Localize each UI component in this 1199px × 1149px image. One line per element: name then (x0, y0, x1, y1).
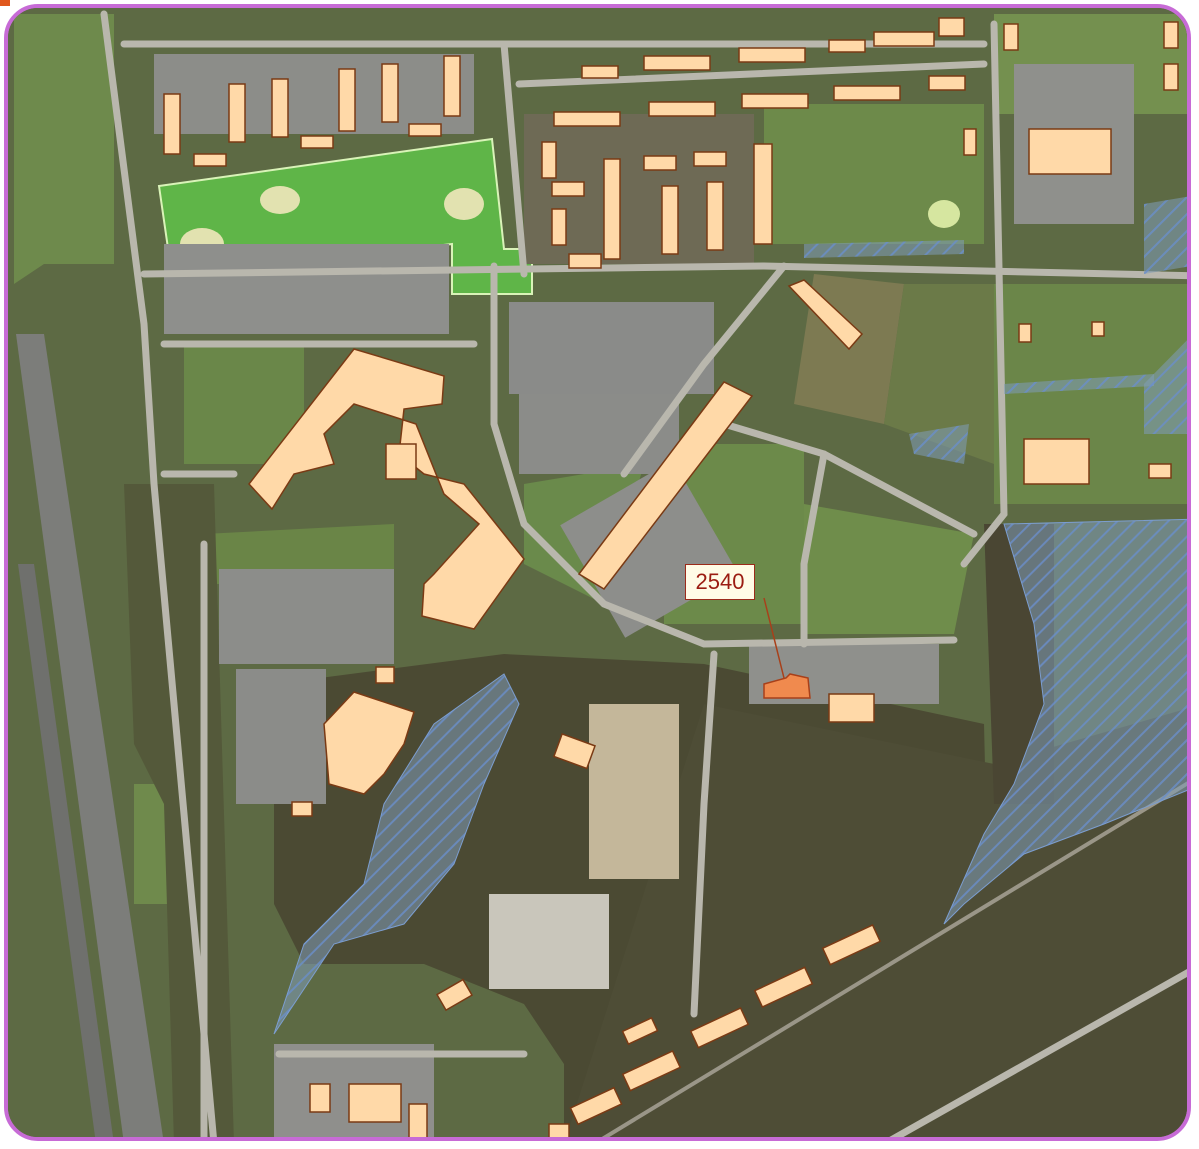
building-footprints (163, 17, 1179, 1137)
grass-area (14, 14, 114, 284)
grass-area (184, 344, 304, 464)
selected-building-2540[interactable] (763, 673, 811, 699)
wetland-zones (273, 196, 1187, 1035)
highway-lane (18, 564, 114, 1137)
railroad (601, 781, 1187, 1137)
parking-lot (164, 244, 449, 334)
gravel-yard (589, 704, 679, 879)
orange-corner-marker (0, 0, 10, 6)
grass-area (764, 104, 984, 244)
highway (16, 334, 163, 1137)
map-frame[interactable] (4, 4, 1191, 1141)
field-area (884, 284, 994, 464)
building-callout-label[interactable]: 2540 (685, 564, 755, 600)
parking-lot (219, 569, 394, 664)
grass-area (804, 504, 974, 634)
parking-lot (509, 302, 714, 394)
aerial-imagery (8, 8, 1187, 1137)
parking-lot (236, 669, 326, 804)
gravel-yard (489, 894, 609, 989)
baseball-diamond (928, 200, 960, 228)
parking-lot (154, 54, 474, 134)
callout-leader-line (763, 597, 785, 679)
baseball-diamond (444, 188, 484, 220)
baseball-diamond (260, 186, 300, 214)
road-network (100, 10, 1187, 1137)
